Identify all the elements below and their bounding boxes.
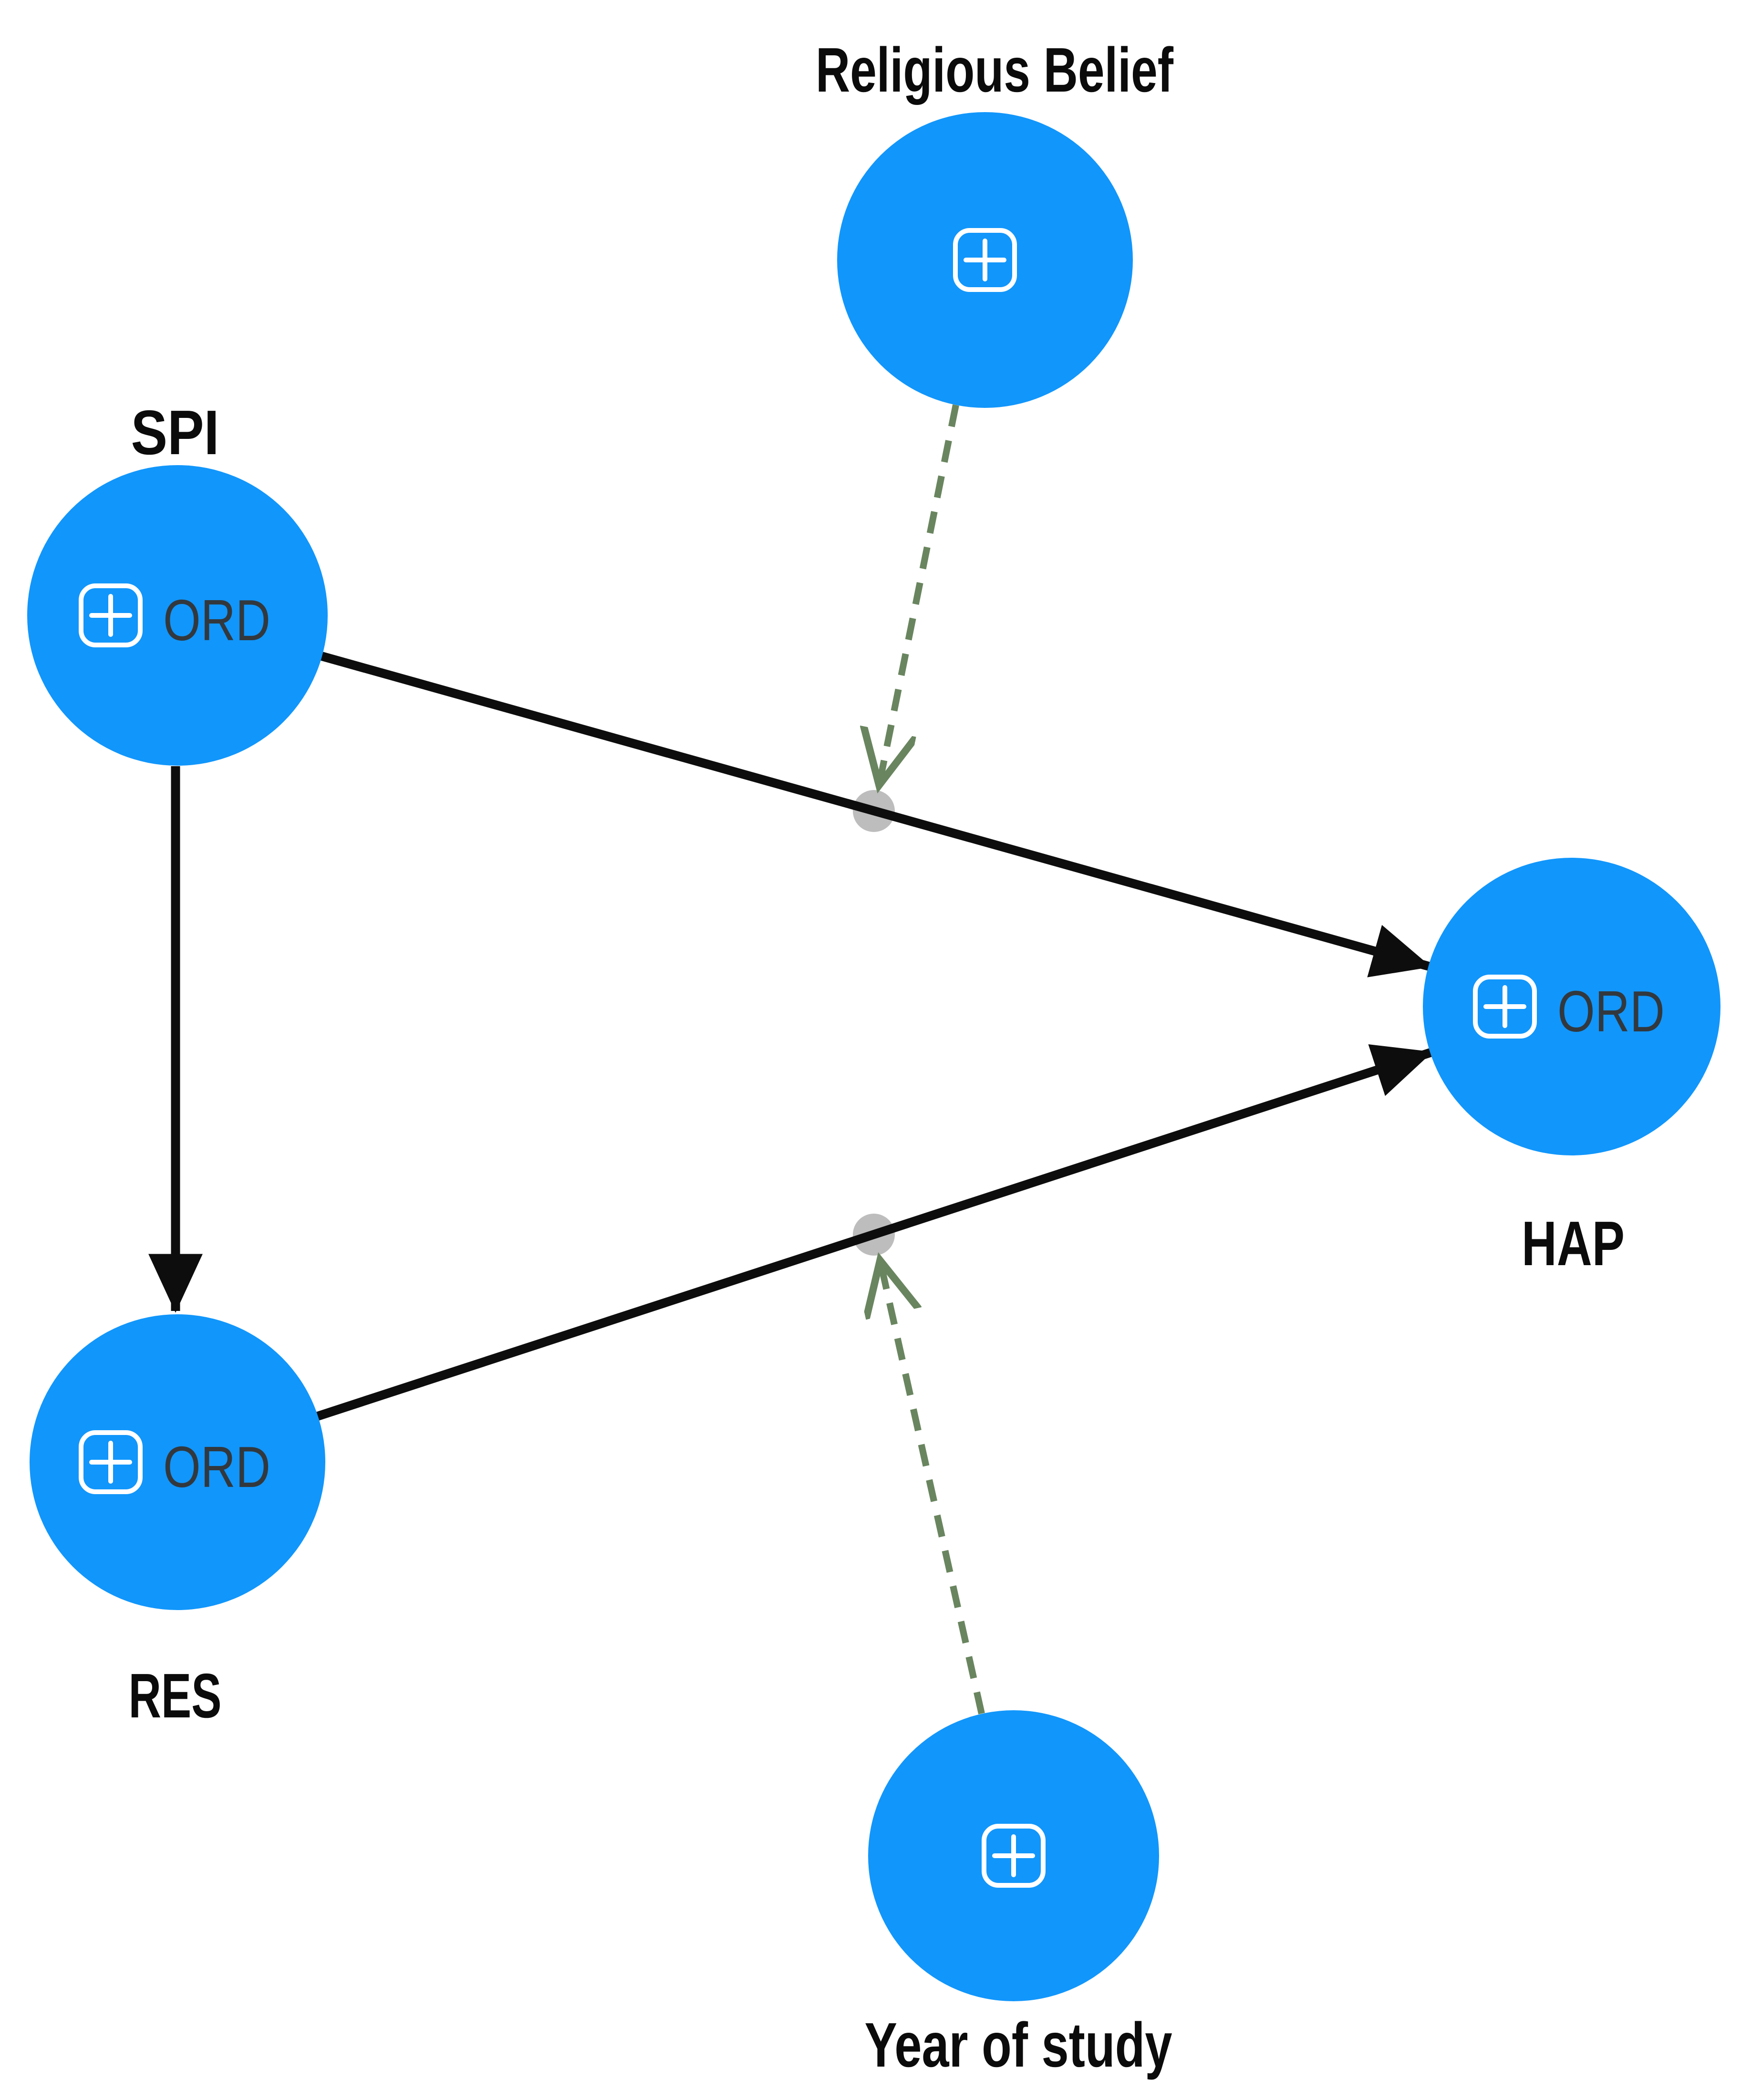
plus-icon-frame <box>953 228 1017 292</box>
construct-year-of-study[interactable] <box>868 1710 1159 2001</box>
plus-icon[interactable] <box>79 583 143 647</box>
plus-icon[interactable] <box>982 1824 1046 1888</box>
plus-icon-frame <box>79 1430 143 1494</box>
path-res-to-hap[interactable] <box>316 1044 1433 1421</box>
construct-circle[interactable] <box>27 465 328 766</box>
construct-circle[interactable] <box>1423 858 1720 1155</box>
construct-circle[interactable] <box>30 1314 325 1610</box>
plus-icon[interactable] <box>1473 975 1537 1039</box>
moderation-path-year-of-study[interactable] <box>880 1260 985 1715</box>
plus-icon-frame <box>79 583 143 647</box>
measure-label-hap: ORD <box>1557 979 1665 1044</box>
construct-spi[interactable]: ORD <box>27 465 328 766</box>
construct-label-religious-belief: Religious Belief <box>816 35 1174 105</box>
plus-icon[interactable] <box>79 1430 143 1494</box>
construct-hap[interactable]: ORD <box>1423 858 1720 1155</box>
construct-religious-belief[interactable] <box>837 112 1133 408</box>
measure-label-res: ORD <box>163 1435 270 1499</box>
path-spi-to-hap[interactable] <box>320 651 1431 977</box>
construct-res[interactable]: ORD <box>30 1314 325 1610</box>
construct-label-res: RES <box>129 1661 222 1731</box>
moderation-path-religious-belief[interactable] <box>879 404 959 785</box>
measure-label-spi: ORD <box>163 588 270 653</box>
plus-icon[interactable] <box>953 228 1017 292</box>
construct-label-spi: SPI <box>131 397 219 468</box>
plus-icon-frame <box>1473 975 1537 1039</box>
construct-label-hap: HAP <box>1522 1208 1625 1279</box>
plus-icon-frame <box>982 1824 1046 1888</box>
construct-label-year-of-study: Year of study <box>865 2010 1172 2080</box>
